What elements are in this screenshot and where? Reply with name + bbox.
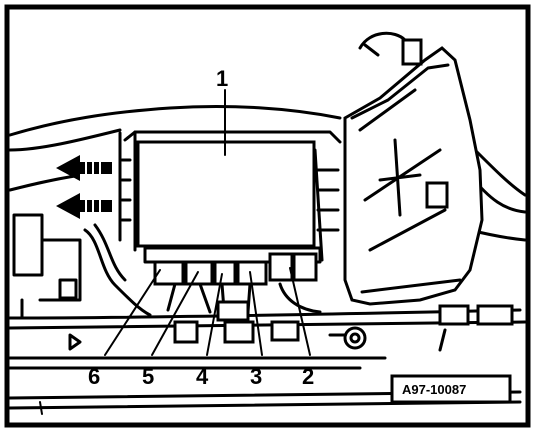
callout-4: 4 [196, 364, 209, 389]
callout-6: 6 [88, 364, 100, 389]
callout-5: 5 [142, 364, 154, 389]
hinged-cover [343, 31, 484, 306]
leader-lines [104, 89, 311, 356]
callout-1: 1 [216, 66, 228, 91]
connector-row [143, 246, 322, 344]
reference-code-box: A97-10087 [390, 374, 512, 404]
callout-2: 2 [302, 364, 314, 389]
reference-code: A97-10087 [402, 382, 466, 397]
mounting-hardware [68, 304, 514, 352]
arrow-left-icon [56, 155, 112, 181]
callout-3: 3 [250, 364, 262, 389]
control-unit [120, 130, 342, 262]
left-bracket [12, 213, 152, 320]
arrow-left-icon [56, 193, 112, 219]
